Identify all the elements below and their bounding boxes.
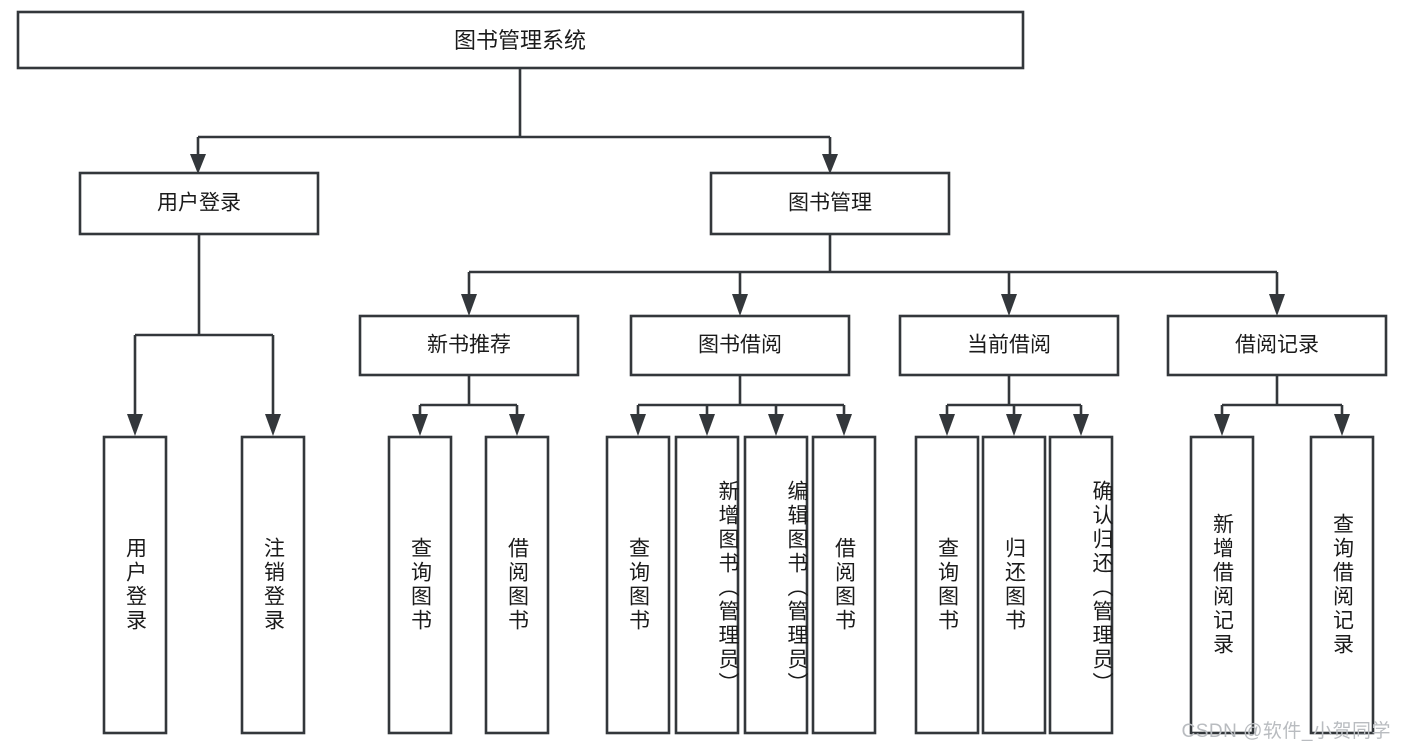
node-current-borrow-label: 当前借阅 xyxy=(967,334,1051,357)
node-current-borrow-box[interactable] xyxy=(898,314,1120,377)
watermark-text: CSDN @软件_小贺同学 xyxy=(1181,721,1391,742)
connector-user-login-to-leaves xyxy=(127,234,281,436)
node-root[interactable]: 图书管理系统 xyxy=(16,10,1025,70)
connector-current-borrow-to-leaves xyxy=(939,375,1089,436)
node-new-book-recommend-label: 新书推荐 xyxy=(427,334,511,357)
node-current-borrow[interactable]: 当前借阅 xyxy=(898,314,1120,377)
node-book-borrow-label: 图书借阅 xyxy=(698,334,782,357)
node-book-borrow[interactable]: 图书借阅 xyxy=(629,314,851,377)
node-book-management-label: 图书管理 xyxy=(788,192,872,215)
node-user-login-box[interactable] xyxy=(78,171,320,236)
connector-book-borrow-to-leaves xyxy=(630,375,852,436)
node-book-management[interactable]: 图书管理 xyxy=(709,171,951,236)
node-new-book-recommend-box[interactable] xyxy=(358,314,580,377)
leaf-box-query-book-borrow[interactable] xyxy=(605,435,671,735)
leaf-box-borrow-book[interactable] xyxy=(811,435,877,735)
node-user-login-label: 用户登录 xyxy=(157,192,241,215)
leaf-box-query-book-recommend[interactable] xyxy=(387,435,453,735)
leaf-box-add-book-admin[interactable] xyxy=(674,435,740,735)
connector-new-book-recommend-to-leaves xyxy=(412,375,525,436)
node-new-book-recommend[interactable]: 新书推荐 xyxy=(358,314,580,377)
leaf-box-confirm-return-admin[interactable] xyxy=(1048,435,1114,735)
leaf-box-query-book-current[interactable] xyxy=(914,435,980,735)
node-root-box[interactable] xyxy=(16,10,1025,70)
node-borrow-record-label: 借阅记录 xyxy=(1235,334,1319,357)
leaf-box-query-borrow-record[interactable] xyxy=(1309,435,1375,735)
leaf-box-borrow-book-recommend[interactable] xyxy=(484,435,550,735)
leaf-box-add-borrow-record[interactable] xyxy=(1189,435,1255,735)
node-root-label: 图书管理系统 xyxy=(454,28,586,53)
node-borrow-record[interactable]: 借阅记录 xyxy=(1166,314,1388,377)
node-user-login[interactable]: 用户登录 xyxy=(78,171,320,236)
leaf-box-edit-book-admin[interactable] xyxy=(743,435,809,735)
connector-book-management-to-level3 xyxy=(461,234,1285,316)
connector-root-to-level2 xyxy=(190,68,838,174)
leaf-box-logout[interactable] xyxy=(240,435,306,735)
leaf-box-user-login[interactable] xyxy=(102,435,168,735)
leaf-box-return-book[interactable] xyxy=(981,435,1047,735)
connector-borrow-record-to-leaves xyxy=(1214,375,1350,436)
